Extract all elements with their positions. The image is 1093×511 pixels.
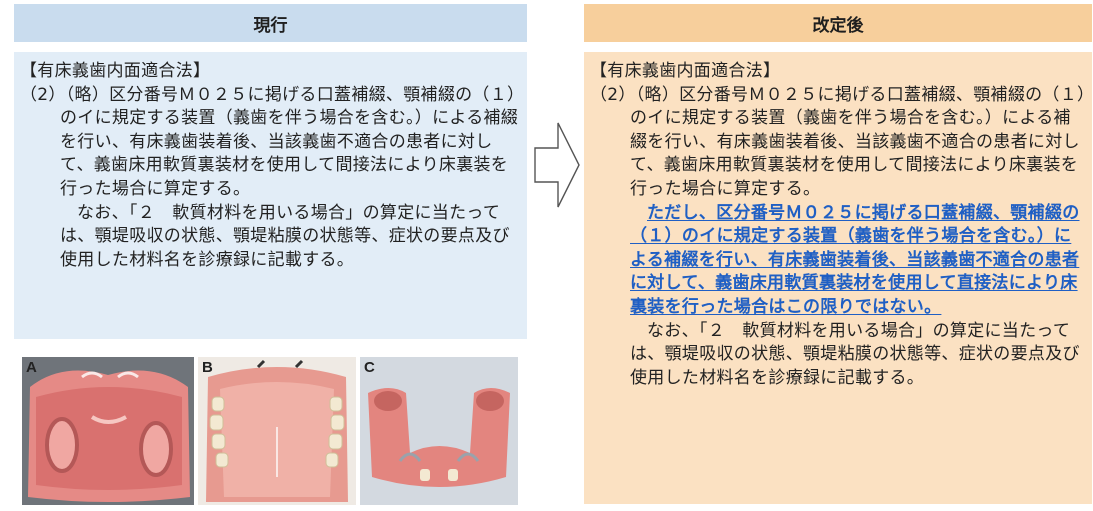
photo-c: C: [360, 357, 518, 505]
photo-b-label: B: [202, 359, 213, 376]
denture-photo-strip: A B: [22, 357, 518, 505]
header-current: 現行: [14, 4, 527, 42]
current-item-number: （2）: [20, 84, 66, 105]
photo-a: A: [22, 357, 194, 505]
header-current-label: 現行: [253, 15, 288, 36]
current-note-text: なお、「２ 軟質材料を用いる場合」の算定に当たっては、顎堤吸収の状態、顎堤粘膜の…: [60, 202, 510, 270]
denture-palate-photo-icon: [22, 357, 194, 505]
revised-item: （2）（略）区分番号Ｍ０２５に掲げる口蓋補綴、顎補綴の（１）のイに規定する装置（…: [590, 84, 1086, 202]
current-item-text: （略）区分番号Ｍ０２５に掲げる口蓋補綴、顎補綴の（１）のイに規定する装置（義歯を…: [60, 84, 519, 199]
revised-text-panel: 【有床義歯内面適合法】 （2）（略）区分番号Ｍ０２５に掲げる口蓋補綴、顎補綴の（…: [584, 52, 1092, 504]
denture-side-photo-icon: [360, 357, 518, 505]
revised-added-clause: ただし、区分番号Ｍ０２５に掲げる口蓋補綴、顎補綴の（１）のイに規定する装置（義歯…: [590, 202, 1086, 320]
current-section-title: 【有床義歯内面適合法】: [20, 61, 211, 81]
current-text-panel: 【有床義歯内面適合法】 （2）（略）区分番号Ｍ０２５に掲げる口蓋補綴、顎補綴の（…: [14, 52, 527, 339]
photo-a-label: A: [26, 359, 37, 376]
current-item: （2）（略）区分番号Ｍ０２５に掲げる口蓋補綴、顎補綴の（１）のイに規定する装置（…: [20, 84, 521, 202]
current-note: なお、「２ 軟質材料を用いる場合」の算定に当たっては、顎堤吸収の状態、顎堤粘膜の…: [20, 202, 521, 273]
photo-b: B: [198, 357, 356, 505]
revised-item-text: （略）区分番号Ｍ０２５に掲げる口蓋補綴、顎補綴の（１）のイに規定する装置（義歯を…: [630, 84, 1086, 199]
photo-c-label: C: [364, 359, 375, 376]
header-revised: 改定後: [584, 4, 1092, 42]
revised-added-text: ただし、区分番号Ｍ０２５に掲げる口蓋補綴、顎補綴の（１）のイに規定する装置（義歯…: [630, 202, 1080, 317]
header-revised-label: 改定後: [812, 15, 864, 36]
revised-item-number: （2）: [590, 84, 636, 105]
revised-note-text: なお、「２ 軟質材料を用いる場合」の算定に当たっては、顎堤吸収の状態、顎堤粘膜の…: [630, 320, 1080, 388]
revised-section-title: 【有床義歯内面適合法】: [590, 61, 781, 81]
arrow-right-icon: [534, 122, 580, 208]
revised-note: なお、「２ 軟質材料を用いる場合」の算定に当たっては、顎堤吸収の状態、顎堤粘膜の…: [590, 320, 1086, 391]
denture-teeth-photo-icon: [198, 357, 356, 505]
